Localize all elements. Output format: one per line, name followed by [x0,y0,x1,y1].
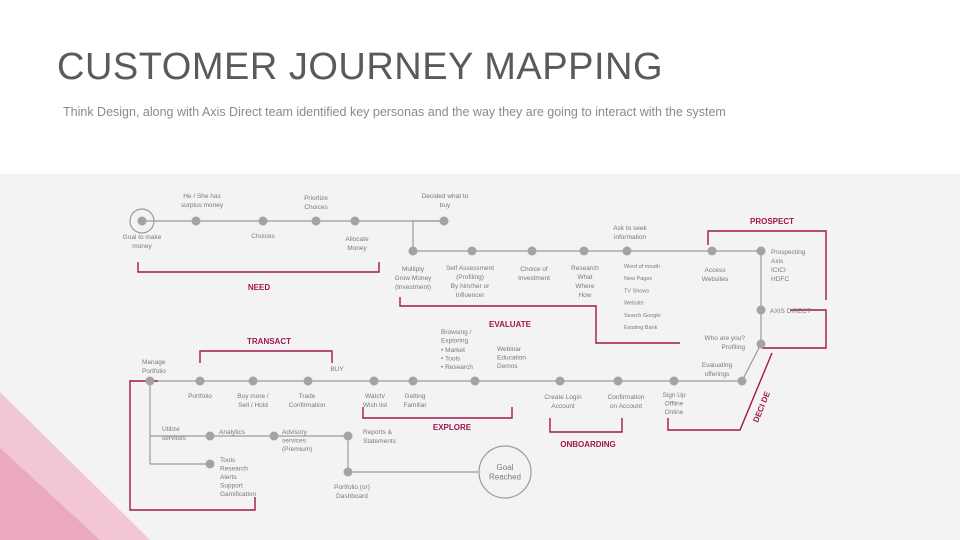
page-subtitle: Think Design, along with Axis Direct tea… [63,105,726,119]
info-source-item: Website [624,301,644,307]
browsing-bullet-item: • Research [441,364,473,371]
info-source-item: Existing Bank [624,325,658,331]
stage-evaluate: EVALUATE [489,320,532,329]
node-label-analytics: Analytics [219,429,246,436]
goal-start-ring [129,208,155,234]
stage-brackets [129,230,827,511]
stage-need: NEED [248,283,270,292]
node-label-buy-more-sell-hold: Buy more /Sell / Hold [237,393,269,409]
node-label-reports-statements: Reports &Statements [363,429,397,445]
node-label-choices: Choices [251,233,275,240]
journey-map-panel: NEED EVALUATE PROSPECT TRANSACT EXPLORE … [0,174,960,540]
info-source-item: Word of mouth [624,264,660,270]
info-source-item: Search Google [624,313,661,319]
stage-prospect: PROSPECT [750,217,794,226]
page-title: CUSTOMER JOURNEY MAPPING [57,46,664,88]
node-label-who-are-you: Who are you?Profiling [705,335,746,351]
node-label-watch-wish-list: Watch/Wish list [363,393,387,409]
node-label-browsing: Browsing /Exploring [441,329,472,345]
stage-explore: EXPLORE [433,423,472,432]
info-source-item: TV Shows [624,288,649,294]
browsing-bullet-item: • Market [441,347,465,354]
goal-reached-circle [478,445,532,499]
panel-background [0,174,960,540]
stage-transact: TRANSACT [247,337,291,346]
stage-axis-direct: AXIS DIRECT [770,308,811,315]
info-source-item: New Pages [624,276,652,282]
browsing-bullet-item: • Tools [441,356,461,363]
journey-nodes [137,216,766,477]
node-label-buy: BUY [330,366,344,373]
node-label-portfolio: Portfolio [188,393,212,400]
corner-shape-dark [0,448,100,540]
node-label-portfolio-or-dashboard: Portfolio (or)Dashboard [334,484,370,500]
stage-onboarding: ONBOARDING [560,440,616,449]
